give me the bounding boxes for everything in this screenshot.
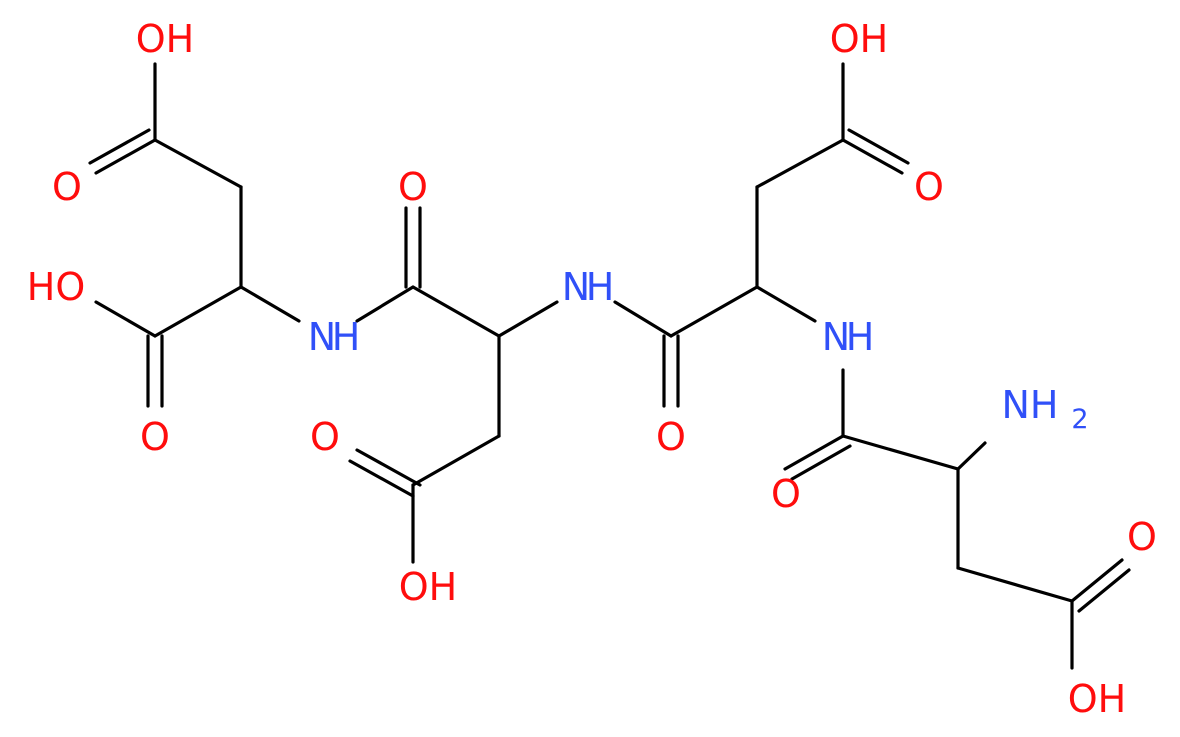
bond: [153, 138, 243, 189]
hydrogen-label: H: [332, 315, 361, 359]
bond: [355, 448, 422, 487]
amine-label: NH: [1002, 383, 1059, 427]
bond: [355, 285, 415, 323]
hydroxyl-label: OH: [1068, 677, 1126, 721]
bond: [669, 285, 759, 338]
bond: [956, 566, 1074, 603]
hydroxyl-label: HO: [27, 265, 85, 309]
bond: [1077, 568, 1131, 613]
bond-lines: [88, 62, 1131, 670]
bond: [153, 285, 243, 338]
nitrogen-label: N: [562, 265, 590, 309]
bond: [841, 138, 904, 175]
oxygen-label: O: [771, 472, 801, 516]
bond: [94, 138, 157, 175]
hydroxyl-label: OH: [136, 17, 194, 61]
bond: [411, 285, 501, 338]
bond: [411, 434, 501, 487]
bond: [755, 138, 845, 189]
bond: [239, 285, 301, 323]
hydroxyl-label: OH: [399, 565, 457, 609]
hydrogen-label: H: [846, 315, 875, 359]
nitrogen-label: N: [308, 315, 336, 359]
bond: [88, 128, 151, 165]
bond: [497, 300, 559, 338]
atom-labels: OH O HO O N H O N H O OH OH O O N H NH 2…: [27, 17, 1157, 721]
bond: [847, 128, 910, 165]
oxygen-label: O: [140, 415, 170, 459]
oxygen-label: O: [914, 165, 944, 209]
bond: [956, 441, 987, 471]
oxygen-label: O: [310, 415, 340, 459]
bond: [613, 300, 673, 338]
bond: [94, 300, 157, 338]
oxygen-label: O: [398, 165, 428, 209]
bond: [755, 285, 817, 323]
bond: [790, 444, 852, 481]
bond: [348, 459, 415, 498]
hydroxyl-label: OH: [830, 17, 888, 61]
amine-subscript: 2: [1071, 404, 1088, 435]
oxygen-label: O: [656, 415, 686, 459]
bond: [783, 434, 845, 471]
nitrogen-label: N: [822, 315, 850, 359]
oxygen-label: O: [52, 165, 82, 209]
bond: [1070, 558, 1124, 603]
bond: [841, 434, 960, 471]
hydrogen-label: H: [586, 265, 615, 309]
oxygen-label: O: [1127, 515, 1157, 559]
